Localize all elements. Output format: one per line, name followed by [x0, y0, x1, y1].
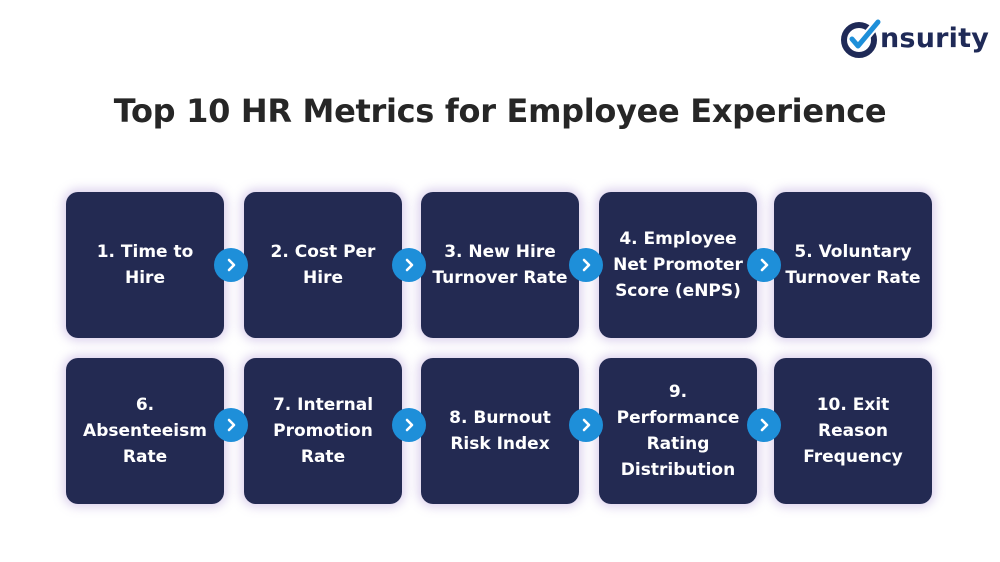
metric-label: 4. Employee Net Promoter Score (eNPS)	[613, 229, 743, 301]
metric-card: 4. Employee Net Promoter Score (eNPS)	[599, 192, 757, 338]
metric-card: 6. Absenteeism Rate	[66, 358, 224, 504]
page-title: Top 10 HR Metrics for Employee Experienc…	[113, 92, 887, 130]
metric-label: 6. Absenteeism Rate	[83, 395, 207, 467]
metric-card: 10. Exit Reason Frequency	[774, 358, 932, 504]
logo-text: nsurity	[880, 22, 989, 54]
check-o-icon	[841, 17, 882, 58]
metric-label: 7. Internal Promotion Rate	[272, 395, 374, 467]
metric-card: 8. Burnout Risk Index	[421, 358, 579, 504]
metric-label: 1. Time to Hire	[96, 242, 194, 288]
metric-label: 10. Exit Reason Frequency	[803, 395, 903, 467]
metric-label: 5. Voluntary Turnover Rate	[785, 242, 921, 288]
metric-card: 2. Cost Per Hire	[244, 192, 402, 338]
metric-card: 5. Voluntary Turnover Rate	[774, 192, 932, 338]
metric-label: 2. Cost Per Hire	[270, 242, 376, 288]
metric-card: 7. Internal Promotion Rate	[244, 358, 402, 504]
metric-card: 9. Performance Rating Distribution	[599, 358, 757, 504]
chevron-right-icon	[569, 248, 603, 282]
chevron-right-icon	[392, 248, 426, 282]
chevron-right-icon	[214, 408, 248, 442]
metric-label: 9. Performance Rating Distribution	[616, 382, 740, 480]
metric-card: 1. Time to Hire	[66, 192, 224, 338]
logo: nsurity	[838, 14, 989, 62]
chevron-right-icon	[214, 248, 248, 282]
chevron-right-icon	[747, 248, 781, 282]
metric-label: 8. Burnout Risk Index	[449, 408, 551, 454]
chevron-right-icon	[392, 408, 426, 442]
metric-label: 3. New Hire Turnover Rate	[432, 242, 568, 288]
metric-card: 3. New Hire Turnover Rate	[421, 192, 579, 338]
chevron-right-icon	[569, 408, 603, 442]
chevron-right-icon	[747, 408, 781, 442]
